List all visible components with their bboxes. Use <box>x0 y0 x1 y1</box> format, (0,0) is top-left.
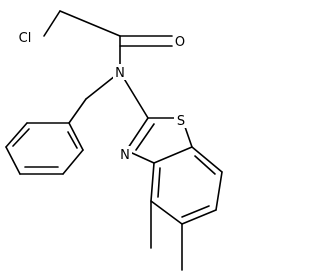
benzo-c4-c3a <box>150 162 155 202</box>
phenyl-bond-5 <box>5 122 28 148</box>
phenyl-bond-2 <box>62 149 84 175</box>
label-bg-n-amide <box>113 64 127 80</box>
bond-cl-ch2 <box>43 10 61 37</box>
bond-ch2-carbonyl <box>59 10 121 37</box>
benzo-double-3 <box>157 167 161 198</box>
phenyl-double-3 <box>12 128 30 147</box>
thiazole-n-c3a <box>131 152 155 164</box>
benzo-double-2 <box>181 205 210 218</box>
benzo-c6-c5 <box>181 209 217 225</box>
benzo-c3a-c7a <box>153 146 193 164</box>
label-bg-n-ring <box>118 146 132 162</box>
thiazole-c2-n-double <box>135 123 155 151</box>
atom-label-nitrogen-amide: N <box>115 66 125 81</box>
atom-label-nitrogen-ring: N <box>120 148 130 163</box>
label-bg-s <box>174 112 188 128</box>
benzo-c7a-c7 <box>191 146 223 173</box>
thiazole-c2-n <box>127 117 149 149</box>
phenyl-bond-4 <box>5 146 21 175</box>
bond-ch2-phenyl <box>68 98 87 124</box>
benzo-c5-c4 <box>150 200 183 225</box>
chemical-structure: Cl O N S N <box>5 10 223 271</box>
atom-label-oxygen: O <box>175 35 185 50</box>
phenyl-bond-1 <box>68 122 84 151</box>
label-bg-o <box>173 33 187 49</box>
atom-label-sulfur: S <box>177 114 185 129</box>
benzo-c7-c6 <box>215 171 223 211</box>
benzo-double-1 <box>194 155 216 175</box>
label-bg-cl <box>14 29 36 45</box>
phenyl-double-1 <box>67 131 78 149</box>
atom-label-chlorine: Cl <box>19 31 32 46</box>
